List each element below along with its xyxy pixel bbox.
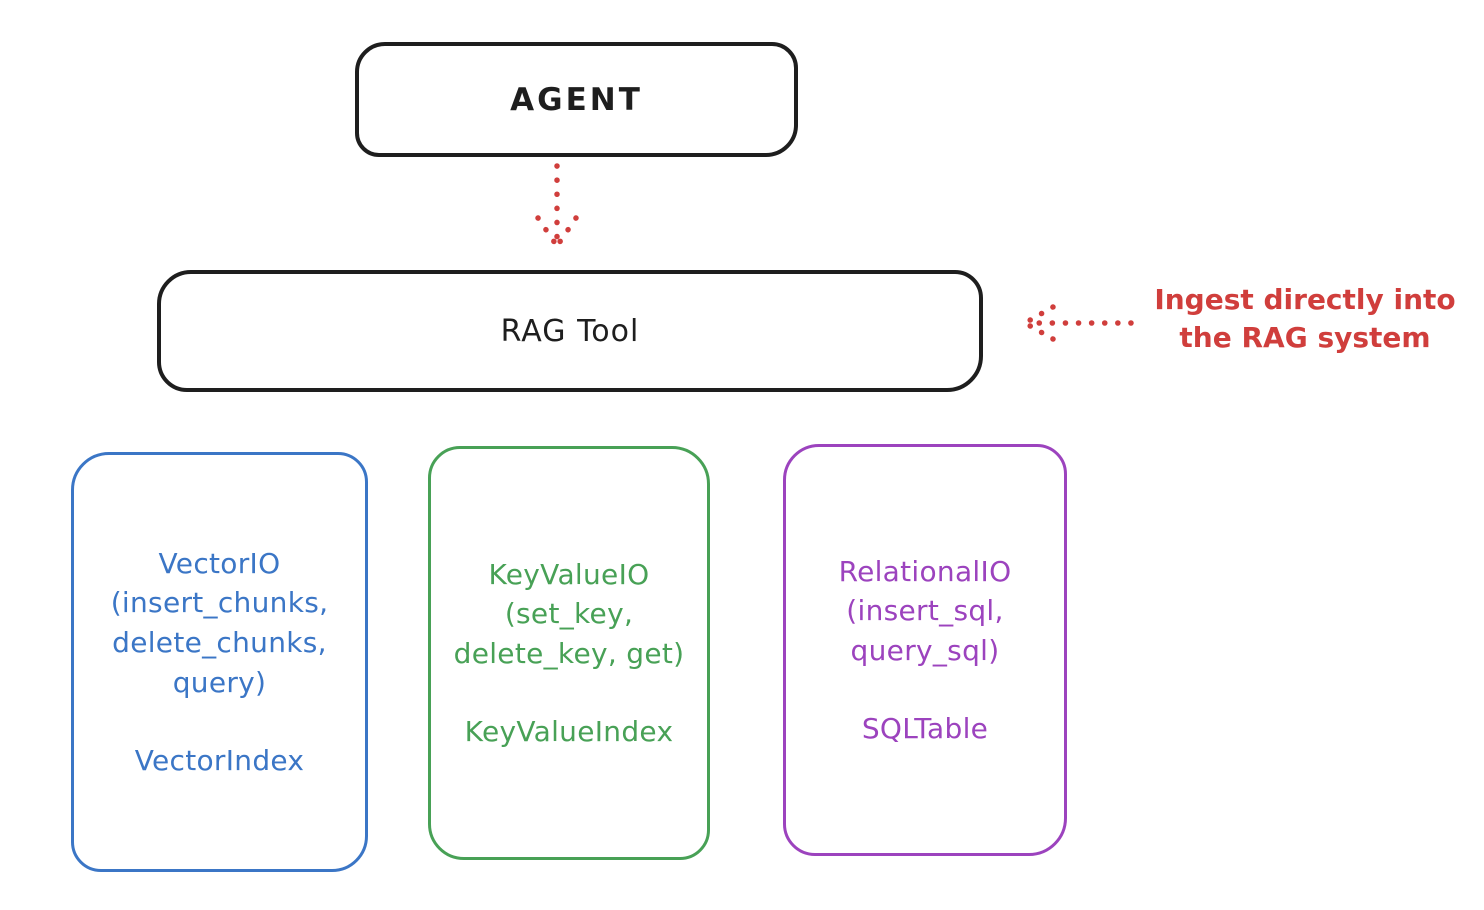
keyvalue-io-index-label: KeyValueIndex: [464, 714, 674, 748]
keyvalue-io-node: KeyValueIO (set_key, delete_key, get) Ke…: [428, 446, 710, 860]
relational-io-api-label: RelationalIO (insert_sql, query_sql): [838, 554, 1012, 668]
agent-to-rag-arrow: [535, 163, 579, 249]
ingest-arrow: [1022, 304, 1134, 342]
vector-io-node: VectorIO (insert_chunks, delete_chunks, …: [71, 452, 368, 872]
arrowhead-top: [1022, 304, 1056, 326]
arrowhead-bottom: [1022, 320, 1056, 342]
rag-tool-node: RAG Tool: [157, 270, 983, 392]
ingest-annotation: Ingest directly into the RAG system: [1154, 283, 1456, 354]
agent-label: AGENT: [510, 81, 643, 118]
rag-tool-label: RAG Tool: [500, 313, 640, 349]
relational-io-index-label: SQLTable: [861, 711, 989, 745]
agent-node: AGENT: [355, 42, 798, 157]
arrowhead-right: [554, 215, 579, 249]
keyvalue-io-api-label: KeyValueIO (set_key, delete_key, get): [453, 557, 685, 671]
arrowhead-left: [535, 215, 560, 249]
relational-io-node: RelationalIO (insert_sql, query_sql) SQL…: [783, 444, 1067, 856]
vector-io-api-label: VectorIO (insert_chunks, delete_chunks, …: [110, 546, 329, 699]
vector-io-index-label: VectorIndex: [134, 743, 305, 777]
